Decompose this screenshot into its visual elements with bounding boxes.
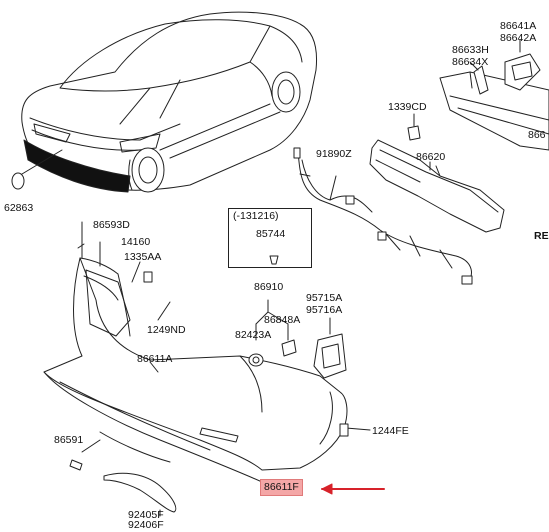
label-95715A: 95715A xyxy=(306,292,343,304)
label-82423A: 82423A xyxy=(235,329,272,341)
label-86611F-highlighted: 86611F xyxy=(260,479,303,496)
label-85744: 85744 xyxy=(256,228,286,240)
label-62863: 62863 xyxy=(4,202,34,214)
label-re-cut: RE xyxy=(534,230,549,242)
label-86611A: 86611A xyxy=(137,353,173,365)
label-92405F: 92405F xyxy=(128,509,164,521)
label-95716A: 95716A xyxy=(306,304,343,316)
label-86620: 86620 xyxy=(416,151,446,163)
label-86633H: 86633H xyxy=(452,44,489,56)
label-92406F: 92406F xyxy=(128,519,164,531)
energy-absorber xyxy=(369,139,505,233)
label-86593D: 86593D xyxy=(93,219,130,231)
mounting-parts xyxy=(248,255,297,367)
label-14160: 14160 xyxy=(121,236,151,248)
label-86591: 86591 xyxy=(54,434,84,446)
label-866-cut: 866 xyxy=(528,129,546,141)
wiring-harness xyxy=(293,147,473,285)
label-86642A: 86642A xyxy=(500,32,537,44)
label-1335AA: 1335AA xyxy=(124,251,162,263)
pointer-arrow xyxy=(321,483,385,495)
rear-bumper-cover xyxy=(43,221,371,483)
label-91890Z: 91890Z xyxy=(316,148,352,160)
car-illustration xyxy=(11,11,318,193)
label-86634X: 86634X xyxy=(452,56,489,68)
date-range-box xyxy=(228,208,312,268)
label-1339CD: 1339CD xyxy=(388,101,427,113)
label-86848A: 86848A xyxy=(264,314,301,326)
label-1244FE: 1244FE xyxy=(372,425,409,437)
bumper-beam xyxy=(407,39,549,151)
label-86910: 86910 xyxy=(254,281,284,293)
reflector-strip xyxy=(103,472,177,517)
label-131216: (-131216) xyxy=(233,210,279,222)
label-1249ND: 1249ND xyxy=(147,324,186,336)
label-86641A: 86641A xyxy=(500,20,537,32)
sensor-bracket xyxy=(313,317,347,379)
